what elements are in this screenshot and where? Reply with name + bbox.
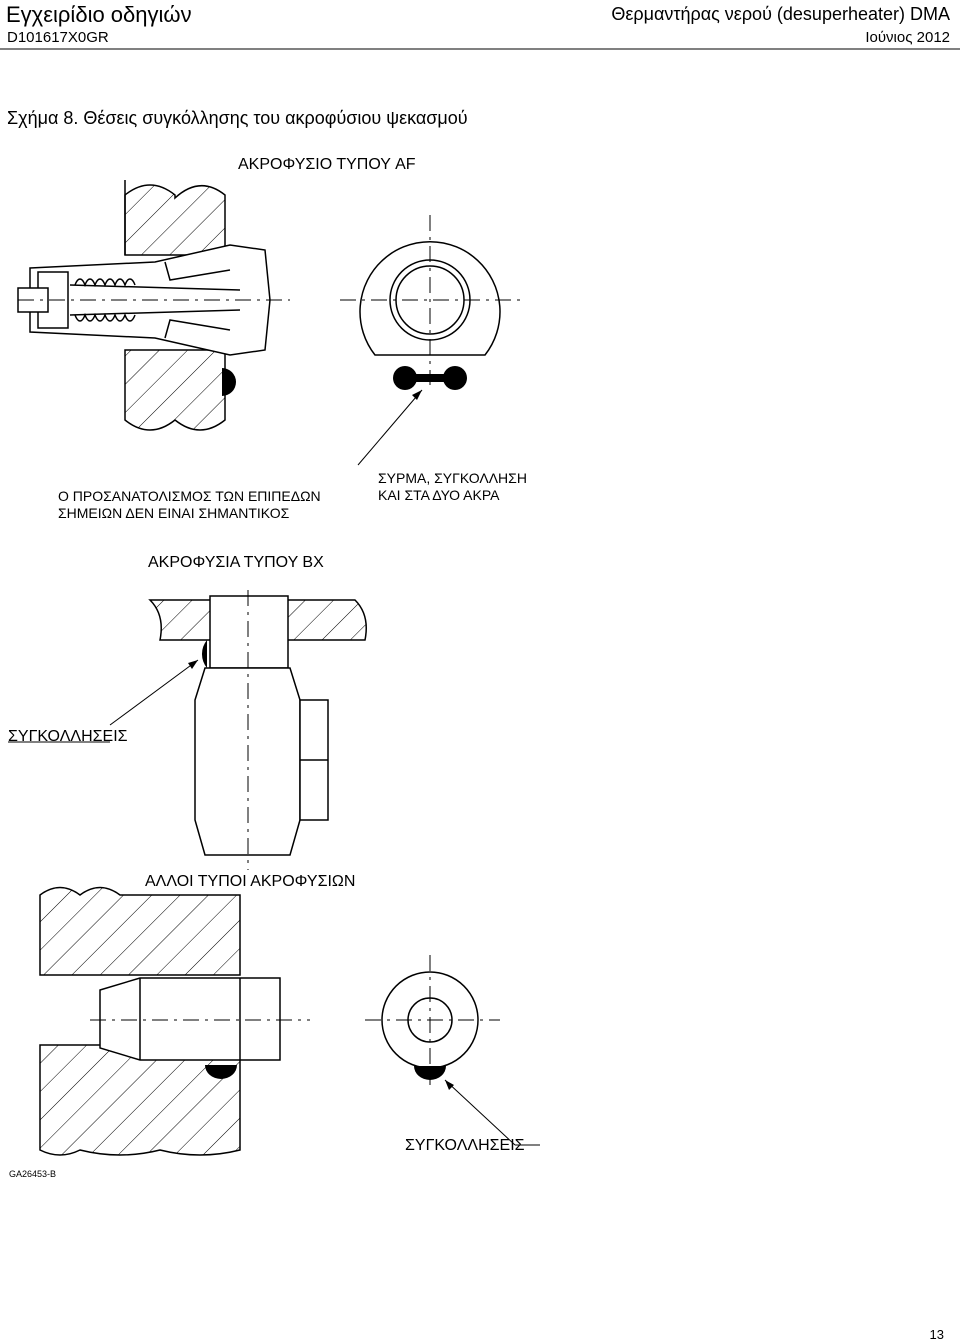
figure-caption: Σχήμα 8. Θέσεις συγκόλλησης του ακροφύσι…	[7, 108, 468, 128]
publication-date: Ιούνιος 2012	[865, 29, 950, 46]
af-section-title: ΑΚΡΟΦΥΣΙΟ ΤΥΠΟΥ AF	[238, 156, 416, 173]
af-weld-bead	[222, 368, 236, 396]
product-title: Θερμαντήρας νερού (desuperheater) DMA	[611, 4, 950, 24]
other-leader-arrow	[445, 1080, 454, 1090]
bx-leader-arrow	[188, 660, 198, 669]
other-nozzle-section	[39, 886, 310, 1156]
bx-nozzle	[148, 590, 367, 870]
bx-weld-bead	[201, 640, 207, 668]
wire-leader-arrow	[412, 390, 422, 400]
other-section-title: ΑΛΛΟΙ ΤΥΠΟΙ ΑΚΡΟΦΥΣΙΩΝ	[145, 873, 356, 890]
af-wire-label-line2: ΚΑΙ ΣΤΑ ΔΥΟ ΑΚΡΑ	[378, 487, 500, 503]
af-orientation-note-line2: ΣΗΜΕΙΩΝ ΔΕΝ ΕΙΝΑΙ ΣΗΜΑΝΤΙΚΟΣ	[58, 505, 290, 521]
other-welds-label: ΣΥΓΚΟΛΛΗΣΕΙΣ	[405, 1137, 525, 1154]
af-wire-label-line1: ΣΥΡΜΑ, ΣΥΓΚΟΛΛΗΣΗ	[378, 470, 527, 486]
page-number: 13	[929, 1327, 944, 1342]
wire-leader-line	[357, 389, 423, 466]
other-leader-line	[444, 1079, 516, 1146]
bx-welds-label: ΣΥΓΚΟΛΛΗΣΕΙΣ	[8, 728, 128, 745]
other-end-view	[365, 955, 500, 1085]
other-weld-bead	[205, 1065, 237, 1079]
af-orientation-note-line1: Ο ΠΡΟΣΑΝΑΤΟΛΙΣΜΟΣ ΤΩΝ ΕΠΙΠΕΔΩΝ	[58, 488, 321, 504]
drawing-id: GA26453-B	[9, 1169, 57, 1179]
af-wire-weld	[393, 366, 467, 390]
other-end-weld-bead	[414, 1066, 446, 1080]
bx-leader-line	[109, 659, 199, 726]
af-end-view	[340, 215, 520, 385]
af-nozzle-section	[17, 180, 290, 431]
bx-section-title: ΑΚΡΟΦΥΣΙΑ ΤΥΠΟΥ BX	[148, 554, 324, 571]
document-code: D101617X0GR	[7, 29, 109, 46]
manual-title: Εγχειρίδιο οδηγιών	[6, 2, 192, 27]
